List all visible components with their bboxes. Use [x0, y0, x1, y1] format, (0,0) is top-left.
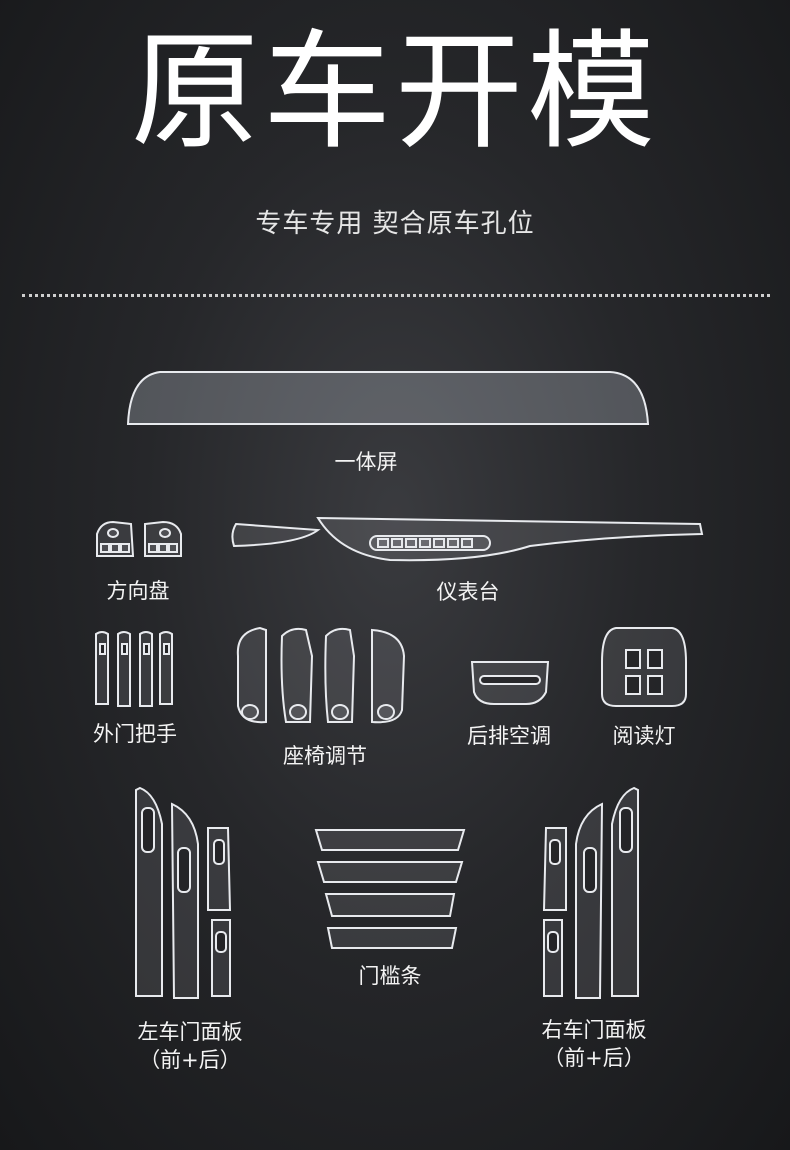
label-sill-strip: 门槛条: [358, 964, 422, 988]
screen-film-icon: [126, 371, 650, 425]
label-left-door-note: （前+后）: [139, 1048, 241, 1072]
label-reading-light: 阅读灯: [612, 724, 676, 748]
sill-strip-film-icon: [314, 829, 466, 949]
reading-light-film-icon: [601, 627, 687, 707]
label-steering-wheel: 方向盘: [106, 579, 170, 603]
outer-handle-film-icon: [95, 631, 173, 707]
dashboard-film-icon: [231, 516, 704, 562]
steering-wheel-film-icon: [96, 520, 182, 557]
label-right-door-panel: 右车门面板: [541, 1018, 647, 1042]
label-rear-ac: 后排空调: [467, 724, 551, 748]
left-door-panel-film-icon: [135, 786, 232, 999]
page-title: 原车开模: [130, 18, 659, 167]
label-seat-adjust: 座椅调节: [283, 744, 367, 768]
label-dashboard: 仪表台: [436, 580, 500, 604]
label-right-door-note: （前+后）: [543, 1046, 645, 1070]
dotted-divider: [22, 294, 770, 297]
page-subtitle: 专车专用 契合原车孔位: [255, 209, 535, 239]
label-left-door-panel: 左车门面板: [137, 1020, 243, 1044]
right-door-panel-film-icon: [542, 786, 639, 999]
label-outer-handle: 外门把手: [93, 722, 177, 746]
rear-ac-film-icon: [470, 661, 550, 705]
seat-adjust-film-icon: [236, 626, 406, 724]
label-screen: 一体屏: [334, 450, 398, 474]
